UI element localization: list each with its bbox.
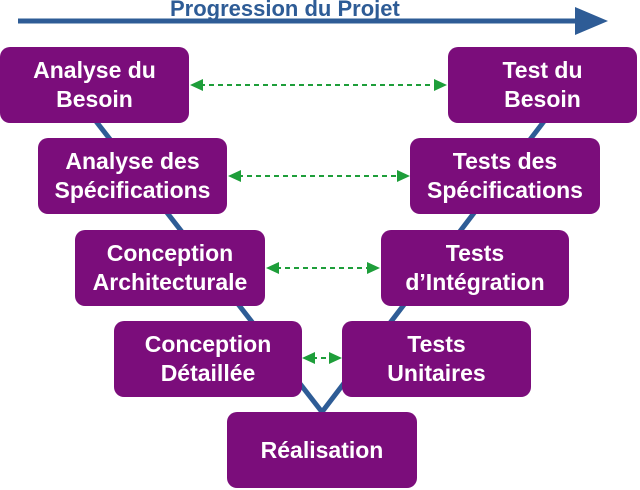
phase-label: Réalisation (260, 436, 384, 463)
link-besoin-head-right (434, 79, 447, 91)
phase-tests-unitaires: Tests Unitaires (342, 321, 531, 397)
phase-label-line2: Spécifications (427, 177, 583, 203)
progression-arrow-head (575, 7, 608, 35)
phase-realisation: Réalisation (227, 412, 417, 488)
phase-label-line1: Analyse des (65, 148, 200, 174)
phase-label-line2: d’Intégration (405, 269, 545, 295)
phase-analyse-besoin: Analyse du Besoin (0, 47, 189, 123)
phase-test-besoin: Test du Besoin (448, 47, 637, 123)
link-besoin-head-left (190, 79, 203, 91)
link-unitaires-head-left (302, 352, 315, 364)
phase-label-line2: Besoin (56, 86, 133, 112)
phase-conception-detaillee: Conception Détaillée (114, 321, 302, 397)
phase-analyse-specifications: Analyse des Spécifications (38, 138, 227, 214)
phase-label-line2: Besoin (504, 86, 581, 112)
phase-label-line1: Conception (144, 331, 272, 357)
phase-label-line1: Analyse du (33, 57, 156, 83)
link-specifications-head-right (397, 170, 410, 182)
phase-label-line1: Test du (502, 57, 583, 83)
phase-label-line1: Tests (407, 331, 466, 357)
phase-label-line2: Détaillée (160, 360, 256, 386)
phase-conception-architecturale: Conception Architecturale (75, 230, 265, 306)
link-integration-head-left (266, 262, 279, 274)
phase-label-line2: Spécifications (54, 177, 211, 203)
link-unitaires-head-right (329, 352, 342, 364)
link-specifications-head-left (228, 170, 241, 182)
phase-label-line1: Tests (445, 240, 505, 266)
phase-label-line2: Architecturale (92, 269, 248, 295)
link-integration-head-right (367, 262, 380, 274)
phase-label-line2: Unitaires (387, 360, 486, 386)
phase-tests-integration: Tests d’Intégration (381, 230, 569, 306)
progression-title: Progression du Projet (170, 0, 400, 21)
phase-tests-specifications: Tests des Spécifications (410, 138, 600, 214)
phase-label-line1: Tests des (452, 148, 558, 174)
phase-label-line1: Conception (106, 240, 234, 266)
